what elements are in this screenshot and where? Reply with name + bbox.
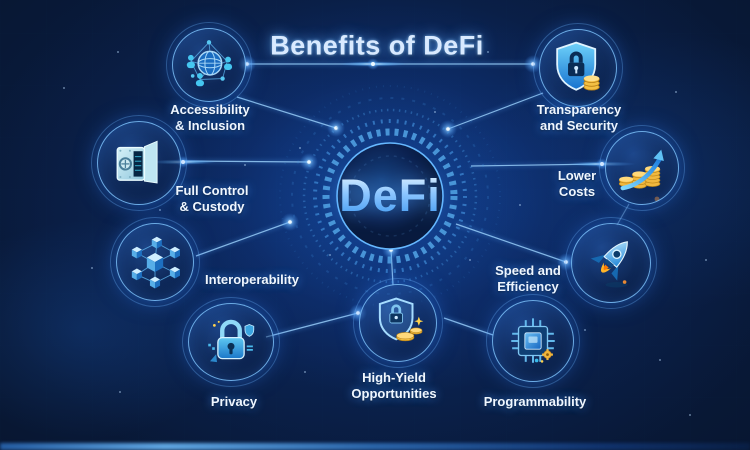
node-accessibility	[166, 22, 252, 108]
node-label-full-control: Full Control& Custody	[175, 183, 249, 214]
shield-lock-coins-icon	[556, 41, 600, 91]
node-label-accessibility: Accessibility& Inclusion	[170, 102, 250, 133]
cpu-chip-icon	[511, 318, 555, 363]
bottom-edge-glow	[0, 443, 750, 450]
vault-icon	[116, 140, 158, 184]
node-programmability	[486, 294, 580, 388]
padlock-icon	[208, 319, 255, 363]
node-high-yield	[353, 278, 443, 368]
node-speed	[565, 217, 657, 309]
globe-network-icon	[186, 40, 233, 87]
node-label-privacy: Privacy	[210, 394, 258, 409]
coin-stack-arrow-icon	[618, 149, 664, 191]
page-title: Benefits of DeFi	[270, 30, 484, 61]
shield-coins-icon	[378, 297, 424, 342]
node-label-interoperability: Interoperability	[205, 272, 299, 287]
defi-center-label: DeFi	[339, 169, 441, 221]
node-privacy	[182, 297, 280, 387]
cube-network-icon	[131, 236, 180, 289]
node-label-programmability: Programmability	[483, 394, 587, 409]
node-lower-costs	[599, 125, 685, 211]
node-transparency	[533, 23, 623, 113]
rocket-icon	[590, 241, 628, 288]
node-interoperability	[110, 217, 200, 307]
node-full-control	[91, 115, 187, 211]
